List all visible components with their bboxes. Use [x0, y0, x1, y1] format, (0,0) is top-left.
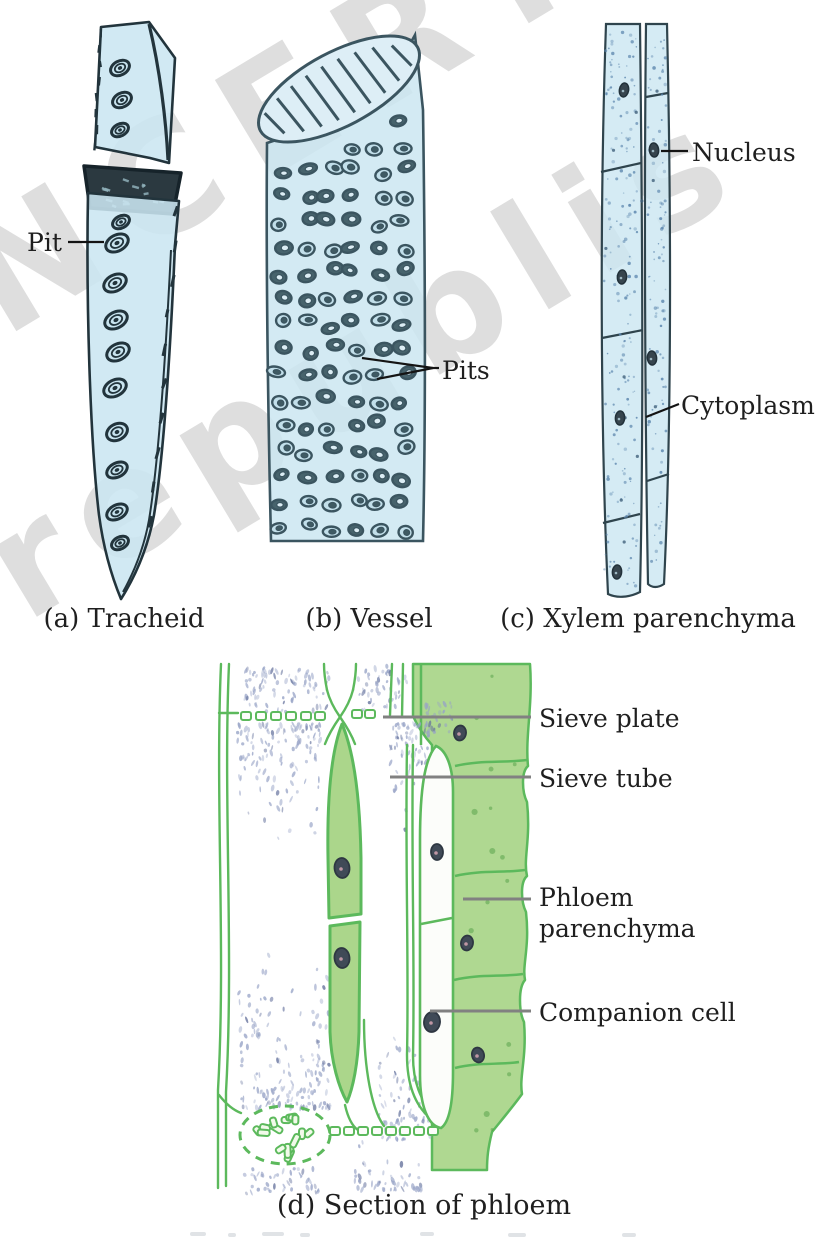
label-phloem-parenchyma-line2: parenchyma: [539, 914, 696, 943]
companion-cell-wall: [420, 916, 453, 926]
xylem-parenchyma-drawing: [600, 22, 672, 598]
label-sieve-plate: Sieve plate: [539, 704, 680, 733]
caption-section-of-phloem: (d) Section of phloem: [276, 1190, 572, 1221]
bottom-plate-pores: [252, 1112, 315, 1163]
parenchyma-column-left: [600, 22, 644, 598]
label-pit: Pit: [27, 228, 62, 257]
vessel-drawing: [257, 30, 427, 543]
phloem-leader-lines: [383, 715, 531, 1013]
tracheid-pits: [102, 58, 133, 552]
parenchyma-nuclei: [611, 82, 660, 580]
tracheid-lower-piece: [86, 191, 181, 601]
scalariform-rungs: [263, 44, 413, 135]
sieve-plate-junction: [322, 662, 405, 746]
label-sieve-tube: Sieve tube: [539, 764, 673, 793]
parenchyma-column-right: [643, 22, 672, 589]
caption-tracheid: (a) Tracheid: [43, 604, 205, 634]
parenchyma-speckles: [602, 30, 668, 588]
phloem-nuclei: [333, 724, 486, 1064]
sieve-plate-dashes: [240, 709, 376, 721]
tracheid-upper-edge: [147, 23, 170, 161]
label-companion-cell: Companion cell: [539, 998, 736, 1027]
tracheid-edge-marks: [93, 28, 179, 528]
phloem-drawing: [216, 662, 532, 1196]
phloem-left-wall: [216, 662, 243, 1190]
parenchyma-cross-walls: [600, 91, 670, 525]
sieve-tube-speckles: [236, 663, 454, 1196]
label-phloem-parenchyma: Phloem parenchyma: [539, 882, 696, 944]
parenchyma-freckles: [468, 674, 517, 1133]
sieve-tube-member-green-lower: [328, 920, 362, 1104]
bottom-plate-dashes: [329, 1126, 439, 1136]
xylem-leader-lines: [68, 149, 688, 419]
label-phloem-parenchyma-line1: Phloem: [539, 883, 634, 912]
bottom-sieve-plate: [238, 1104, 439, 1166]
label-pits: Pits: [442, 356, 490, 385]
label-cytoplasm: Cytoplasm: [681, 391, 815, 420]
phloem-parenchyma-walls: [419, 664, 528, 1070]
tracheid-drawing: [82, 20, 183, 601]
sieve-tube2-walls: [362, 743, 435, 1128]
companion-cell: [418, 744, 455, 1130]
caption-vessel: (b) Vessel: [305, 604, 433, 634]
label-nucleus: Nucleus: [692, 138, 796, 167]
caption-xylem-parenchyma: (c) Xylem parenchyma: [500, 604, 796, 634]
sieve-tube-member-green-upper: [326, 722, 363, 920]
vessel-scalariform-tip: [257, 34, 421, 144]
vessel-pits: [265, 114, 417, 540]
green-column-tip-line: [343, 1103, 360, 1132]
